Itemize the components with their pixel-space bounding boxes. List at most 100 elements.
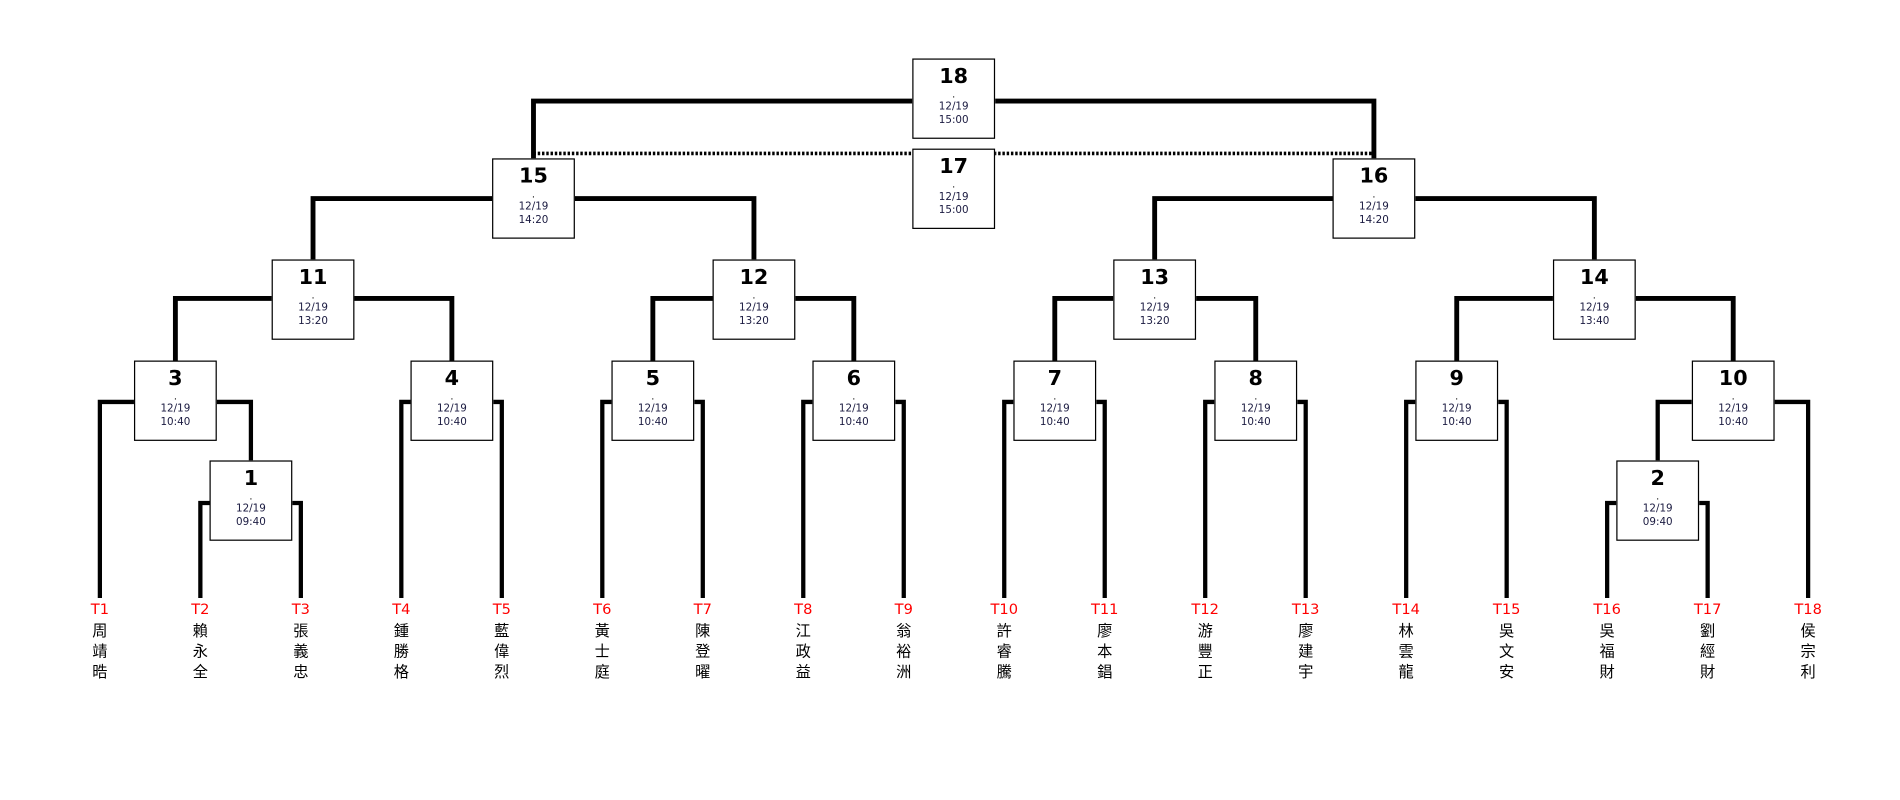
match-time: 10:40 <box>1039 416 1070 429</box>
connector-match-1-to-3 <box>216 399 254 461</box>
connector-match-10-to-14 <box>1635 295 1736 361</box>
team-seed: T5 <box>492 600 511 618</box>
connector-team-to-match-5 <box>694 399 705 599</box>
match-time: 09:40 <box>1642 516 1673 529</box>
match-time: 10:40 <box>838 416 869 429</box>
team-seed: T12 <box>1191 600 1219 618</box>
match-time: 14:20 <box>518 214 549 227</box>
team-entry: T7 陳登曜 <box>685 600 722 682</box>
team-seed: T16 <box>1593 600 1621 618</box>
connector-team-to-match-5 <box>600 399 612 599</box>
connector-match-2-to-10 <box>1655 399 1692 461</box>
match-date: 12/19 <box>1039 403 1070 416</box>
match-separator: . <box>1372 188 1376 200</box>
team-seed: T7 <box>693 600 712 618</box>
match-time: 09:40 <box>235 516 266 529</box>
match-separator: . <box>1731 390 1735 402</box>
player-name: 賴永全 <box>192 621 208 681</box>
connector-team-to-match-4 <box>399 399 411 599</box>
match-number: 6 <box>846 366 862 391</box>
match-number: 18 <box>939 64 969 89</box>
team-entry: T5 藍偉烈 <box>484 600 521 682</box>
connector-team-to-match-6 <box>801 399 813 599</box>
player-name: 江政益 <box>795 621 811 681</box>
connector-team-to-match-8 <box>1203 399 1215 599</box>
match-time: 10:40 <box>1718 416 1749 429</box>
team-seed: T14 <box>1392 600 1420 618</box>
connector-team-to-match-9 <box>1498 399 1509 599</box>
connector-match-4-to-11 <box>354 295 455 361</box>
team-seed: T13 <box>1291 600 1320 618</box>
match-separator: . <box>173 390 177 402</box>
team-seed: T1 <box>90 600 109 618</box>
connector-match-8-to-13 <box>1196 295 1259 361</box>
match-time: 13:20 <box>1139 315 1170 328</box>
match-date: 12/19 <box>838 403 869 416</box>
match-separator: . <box>651 390 655 402</box>
match-separator: . <box>1153 289 1157 301</box>
match-time: 13:20 <box>739 315 769 328</box>
team-entry: T1 周靖晧 <box>82 600 119 682</box>
match-number: 2 <box>1650 466 1665 491</box>
connector-match-16-to-18 <box>995 98 1377 159</box>
match-time: 10:40 <box>1441 416 1472 429</box>
player-name: 周靖晧 <box>92 621 108 681</box>
match-number: 9 <box>1449 366 1464 391</box>
match-number: 3 <box>168 366 183 391</box>
connector-team-to-match-8 <box>1297 399 1308 599</box>
match-number: 7 <box>1047 366 1063 391</box>
match-date: 12/19 <box>298 302 328 315</box>
match-number: 13 <box>1140 265 1170 290</box>
match-time: 10:40 <box>436 416 467 429</box>
match-time: 10:40 <box>160 416 191 429</box>
match-number: 10 <box>1718 366 1748 391</box>
match-separator: . <box>311 289 315 301</box>
match-time: 15:00 <box>938 114 969 127</box>
connector-match-6-to-12 <box>795 295 857 361</box>
connector-match-7-to-13 <box>1052 295 1114 361</box>
match-number: 5 <box>645 366 661 391</box>
match-number: 8 <box>1248 366 1263 391</box>
match-date: 12/19 <box>938 101 969 114</box>
player-name: 藍偉烈 <box>494 621 510 681</box>
player-name: 陳登曜 <box>695 621 711 681</box>
match-date: 12/19 <box>739 302 769 315</box>
player-name: 侯宗利 <box>1800 621 1816 681</box>
connector-match-12-to-15 <box>574 196 757 260</box>
connector-match-5-to-12 <box>650 295 713 361</box>
match-date: 12/19 <box>518 200 549 214</box>
connector-match-13-to-16 <box>1152 196 1333 260</box>
team-seed: T18 <box>1794 600 1822 618</box>
connector-team-to-match-1 <box>198 500 210 599</box>
connector-team-to-match-7 <box>1002 399 1014 599</box>
match-number: 1 <box>243 466 259 491</box>
player-name: 吳文安 <box>1499 621 1515 681</box>
